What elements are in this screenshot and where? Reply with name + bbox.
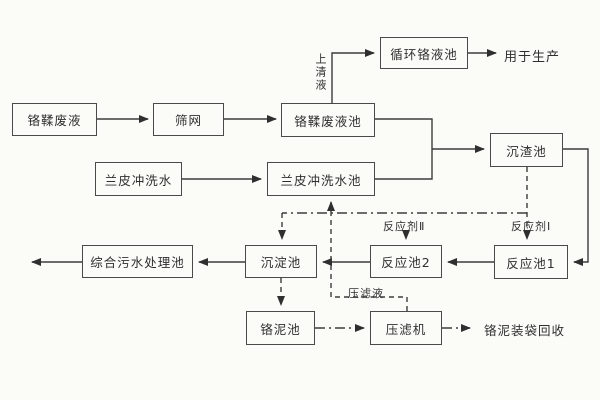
node-chrome-waste-pool: 铬鞣废液池 [281,103,375,137]
node-label-recycle-chrome-pool: 循环铬液池 [390,46,458,62]
node-label-rinse-water-pool: 兰皮冲洗水池 [280,172,362,188]
label-reactant-2: 反应剂Ⅱ [383,220,426,233]
node-chrome-waste: 铬鞣废液 [12,103,97,136]
node-recycle-chrome-pool: 循环铬液池 [380,37,468,69]
node-label-settling-pool: 沉淀池 [260,255,302,270]
node-reaction-pool-1: 反应池1 [494,245,568,279]
node-sewage-treatment-pool: 综合污水处理池 [82,245,193,278]
label-used-for-production: 用于生产 [504,50,561,65]
node-label-chrome-waste: 铬鞣废液 [27,113,82,128]
node-filter-press: 压滤机 [370,311,442,345]
edge-supernatant-to-recycle [331,49,375,103]
node-rinse-water: 兰皮冲洗水 [95,162,182,196]
node-label-chrome-sludge-pool: 铬泥池 [260,321,301,337]
node-label-filter-press: 压滤机 [385,321,427,337]
node-sediment-pool: 沉渣池 [490,133,563,167]
label-bagging-recovery: 铬泥装袋回收 [484,323,566,338]
node-label-rinse-water: 兰皮冲洗水 [104,172,173,188]
node-screen-mesh: 筛网 [153,103,224,136]
node-label-reaction-pool-2: 反应池2 [381,255,431,270]
node-label-screen-mesh: 筛网 [174,113,202,128]
node-reaction-pool-2: 反应池2 [370,245,442,278]
edge-sediment-to-react1 [563,148,589,266]
node-label-sewage-treatment-pool: 综合污水处理池 [90,255,185,270]
label-reactant-1: 反应剂Ⅰ [511,220,552,233]
node-label-chrome-waste-pool: 铬鞣废液池 [294,113,362,129]
label-supernatant: 上清液 [314,53,327,92]
node-label-reaction-pool-1: 反应池1 [506,255,556,271]
edge-merge-stubs [375,118,433,180]
node-chrome-sludge-pool: 铬泥池 [246,311,315,345]
node-label-sediment-pool: 沉渣池 [506,143,547,159]
node-rinse-water-pool: 兰皮冲洗水池 [267,162,375,196]
edge-filtrate-return [327,201,408,311]
label-filtrate: 压滤液 [348,287,384,300]
node-settling-pool: 沉淀池 [245,245,317,278]
